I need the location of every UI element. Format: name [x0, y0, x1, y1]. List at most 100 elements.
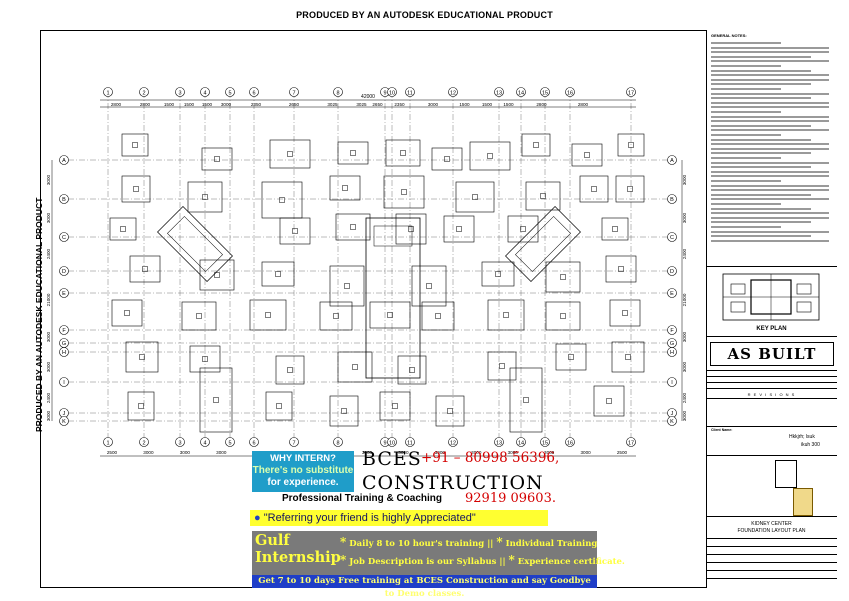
column-pedestal	[341, 408, 347, 414]
grid-bubble-top	[540, 87, 550, 97]
top-dimension-text: 3025	[356, 102, 367, 107]
top-dimension-text: 2350	[251, 102, 262, 107]
grid-bubble-bottom	[626, 437, 636, 447]
grid-bubble-bottom	[200, 437, 210, 447]
general-note-line	[711, 207, 811, 210]
right-dimension-text: 3000	[682, 331, 687, 342]
gulf-internship-banner	[252, 531, 597, 575]
footing	[129, 255, 161, 283]
general-note-line	[711, 55, 811, 58]
client-name-line-1: Hkkjrh; lsuk	[789, 434, 815, 440]
grid-bubble-left	[59, 416, 69, 426]
footing	[609, 299, 641, 327]
column-pedestal	[287, 367, 293, 373]
left-dimension-text: 3000	[46, 174, 51, 185]
general-note-line	[711, 212, 829, 215]
column-pedestal	[202, 194, 208, 200]
drawing-title: FOUNDATION LAYOUT PLAN	[737, 528, 806, 534]
grid-label-bottom: 5	[228, 440, 231, 446]
grid-bubble-right	[667, 194, 677, 204]
grid-label-bottom: 7	[292, 440, 295, 446]
column-pedestal	[503, 312, 509, 318]
grid-label-right: G	[670, 341, 674, 347]
grid-bubble-bottom	[225, 437, 235, 447]
grid-bubble-bottom	[289, 437, 299, 447]
footing	[187, 181, 223, 213]
general-note-line	[711, 134, 781, 136]
bottom-dimension-text: 3000	[435, 450, 446, 455]
grid-bubble-right	[667, 232, 677, 242]
grid-bubble-bottom	[387, 437, 397, 447]
column-pedestal	[287, 151, 293, 157]
general-note-line	[711, 170, 829, 173]
grid-bubble-left	[59, 155, 69, 165]
gulf-internship-title: Gulf Internship	[255, 532, 341, 566]
top-dimension-text: 1500	[202, 102, 213, 107]
footing	[507, 215, 539, 243]
consultant-logo	[775, 460, 797, 488]
daily-training-text: Daily 8 to 10 hour's training ||	[349, 539, 494, 549]
grid-label-bottom: 8	[336, 440, 339, 446]
column-pedestal	[628, 142, 634, 148]
grid-bubble-bottom	[516, 437, 526, 447]
column-pedestal	[487, 153, 493, 159]
right-dimension-text: 21000	[682, 293, 687, 306]
grid-label-top: 14	[518, 90, 524, 96]
grid-bubble-left	[59, 377, 69, 387]
grid-bubble-bottom	[540, 437, 550, 447]
footing	[261, 181, 303, 219]
footing	[261, 261, 295, 287]
left-dimension-text: 3000	[46, 212, 51, 223]
column-pedestal	[214, 272, 220, 278]
grid-bubble-left	[59, 194, 69, 204]
diagonal-wing-left	[157, 206, 233, 282]
footing	[435, 395, 465, 427]
grid-label-left: E	[62, 291, 66, 297]
right-dimension-text: 3000	[682, 410, 687, 421]
gulf-line-2: * Job Description is our Syllabus || * E…	[340, 553, 625, 567]
key-plan-diagram	[722, 273, 820, 321]
grid-bubble-left	[59, 288, 69, 298]
grid-bubble-bottom	[448, 437, 458, 447]
grid-label-left: I	[63, 380, 65, 386]
grid-label-top: 4	[203, 90, 206, 96]
grid-label-left: C	[62, 235, 66, 241]
general-note-line	[711, 69, 811, 72]
grid-label-bottom: 9	[383, 440, 386, 446]
grid-label-top: 7	[292, 90, 295, 96]
footing	[411, 265, 447, 307]
column-pedestal	[591, 186, 597, 192]
grid-label-left: J	[63, 411, 66, 417]
left-dimension-text: 2400	[46, 392, 51, 403]
grid-label-top: 9	[383, 90, 386, 96]
general-note-line	[711, 124, 811, 127]
grid-bubble-top	[448, 87, 458, 97]
general-note-line	[711, 60, 829, 63]
footing	[125, 341, 159, 373]
grid-label-bottom: 13	[496, 440, 502, 446]
foundation-plan-drawing: 1122334455667788991010111112121313141415…	[46, 87, 687, 457]
grid-label-top: 2	[142, 90, 145, 96]
footing	[199, 259, 235, 291]
grid-label-top: 10	[389, 90, 395, 96]
general-note-line	[711, 143, 829, 146]
general-note-line	[711, 78, 829, 81]
general-note-line	[711, 120, 829, 123]
general-note-line	[711, 152, 811, 155]
general-note-line	[711, 88, 781, 90]
grid-bubble-top	[494, 87, 504, 97]
left-dimension-text: 2400	[46, 248, 51, 259]
top-dimension-text: 1500	[482, 102, 493, 107]
grid-label-bottom: 17	[628, 440, 634, 446]
grid-bubble-right	[667, 347, 677, 357]
grid-bubble-left	[59, 325, 69, 335]
general-note-line	[711, 101, 829, 104]
grid-label-right: F	[670, 328, 674, 334]
left-dimension-text: 3000	[46, 361, 51, 372]
revisions-label: R E V I S I O N S	[747, 392, 796, 397]
general-note-line	[711, 161, 829, 164]
grid-label-top: 1	[106, 90, 109, 96]
footing	[127, 391, 155, 421]
grid-bubble-top	[405, 87, 415, 97]
grid-bubble-bottom	[565, 437, 575, 447]
